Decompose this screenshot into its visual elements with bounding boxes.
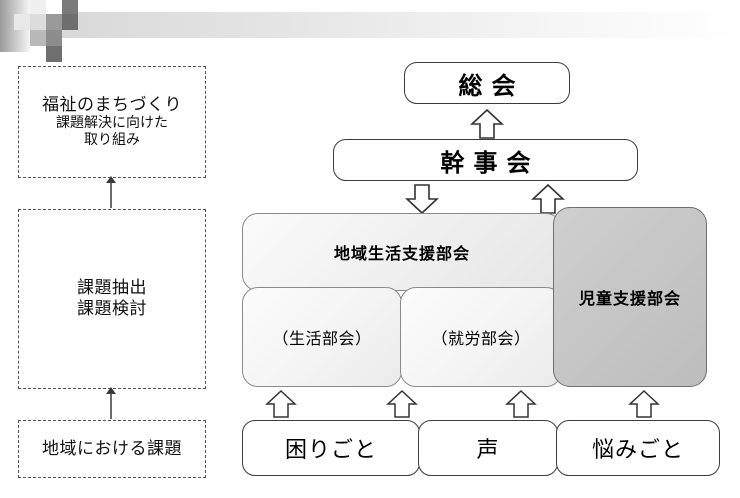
node-board-label: 幹事会: [440, 148, 540, 177]
connector-issues-to-analysis-head: [106, 387, 116, 394]
connector-analysis-to-goal-head: [106, 176, 116, 183]
checker-square-10: [30, 46, 46, 62]
node-sub-committee-life[interactable]: （生活部会）: [242, 287, 402, 387]
arrow-board-to-committee: [405, 183, 439, 215]
connector-issues-to-analysis: [110, 393, 112, 419]
node-committee-child-label: 児童支援部会: [578, 289, 681, 308]
checker-square-4: [14, 14, 30, 30]
stage-box-issues: 地域における課題: [18, 420, 206, 478]
stage-box-goal: 福祉のまちづくり 課題解決に向けた 取り組み: [18, 66, 206, 178]
stage-goal-line2: 課題解決に向けた: [56, 115, 168, 132]
arrow-source-troubles-to-life: [265, 389, 297, 419]
node-assembly[interactable]: 総会: [404, 62, 570, 104]
node-source-worries-label: 悩みごと: [591, 438, 684, 463]
node-board[interactable]: 幹事会: [333, 139, 638, 181]
checker-square-5: [30, 14, 46, 30]
checker-square-2: [46, 0, 62, 16]
node-sub-committee-work-label: （就労部会）: [431, 329, 531, 348]
stage-goal-line1: 福祉のまちづくり: [42, 94, 182, 115]
arrow-source-voice-to-work: [505, 389, 537, 419]
arrow-board-to-assembly: [469, 108, 505, 140]
stage-goal-line3: 取り組み: [84, 132, 140, 149]
node-source-voice-label: 声: [476, 438, 500, 463]
node-source-troubles-label: 困りごと: [284, 438, 377, 463]
node-source-voice[interactable]: 声: [418, 420, 558, 476]
checker-square-1: [30, 0, 46, 16]
stage-box-analysis: 課題抽出 課題検討: [18, 209, 206, 389]
header-gradient-band: [60, 12, 740, 38]
node-source-worries[interactable]: 悩みごと: [556, 420, 720, 476]
node-sub-committee-work[interactable]: （就労部会）: [400, 287, 562, 387]
node-assembly-label: 総会: [458, 71, 525, 100]
node-source-troubles[interactable]: 困りごと: [242, 420, 420, 476]
checker-square-6: [46, 14, 62, 30]
stage-analysis-line1: 課題抽出: [77, 278, 147, 299]
checker-square-7: [62, 14, 78, 30]
stage-analysis-line2: 課題検討: [77, 299, 147, 319]
stage-issues-line1: 地域における課題: [42, 438, 182, 459]
node-committee-main[interactable]: 地域生活支援部会: [242, 213, 562, 291]
node-committee-child[interactable]: 児童支援部会: [553, 207, 707, 387]
node-sub-committee-life-label: （生活部会）: [272, 329, 372, 348]
checker-square-9: [46, 30, 62, 46]
checker-square-8: [30, 30, 46, 46]
arrow-source-worries-to-child: [628, 389, 660, 419]
checker-square-3: [62, 0, 78, 16]
arrow-source-voice-to-life: [386, 389, 418, 419]
checker-square-11: [46, 46, 62, 62]
node-committee-main-label: 地域生活支援部会: [333, 244, 470, 263]
connector-analysis-to-goal: [110, 182, 112, 208]
